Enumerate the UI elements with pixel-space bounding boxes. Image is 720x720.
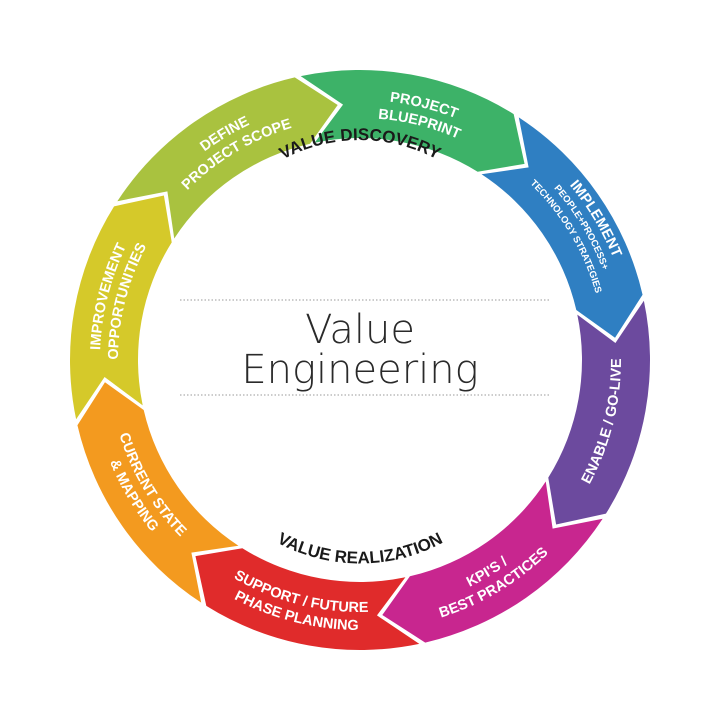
segment-enable-go-live — [548, 300, 650, 525]
segment-support-future-phase-planning — [195, 548, 420, 650]
segment-improvement-opportunities — [70, 195, 172, 420]
center-title-line1: Value — [305, 307, 415, 353]
segment-project-blueprint — [300, 70, 525, 172]
segment-implement — [481, 117, 643, 338]
ring-segments — [70, 70, 650, 650]
segment-define-project-scope — [117, 77, 338, 239]
segment-current-state-mapping — [77, 382, 239, 603]
value-realization-label: VALUE REALIZATION — [275, 529, 446, 568]
segment-kpis-best-practices — [382, 481, 603, 643]
center-area: Value Engineering — [180, 299, 550, 396]
center-title-line2: Engineering — [241, 347, 478, 393]
